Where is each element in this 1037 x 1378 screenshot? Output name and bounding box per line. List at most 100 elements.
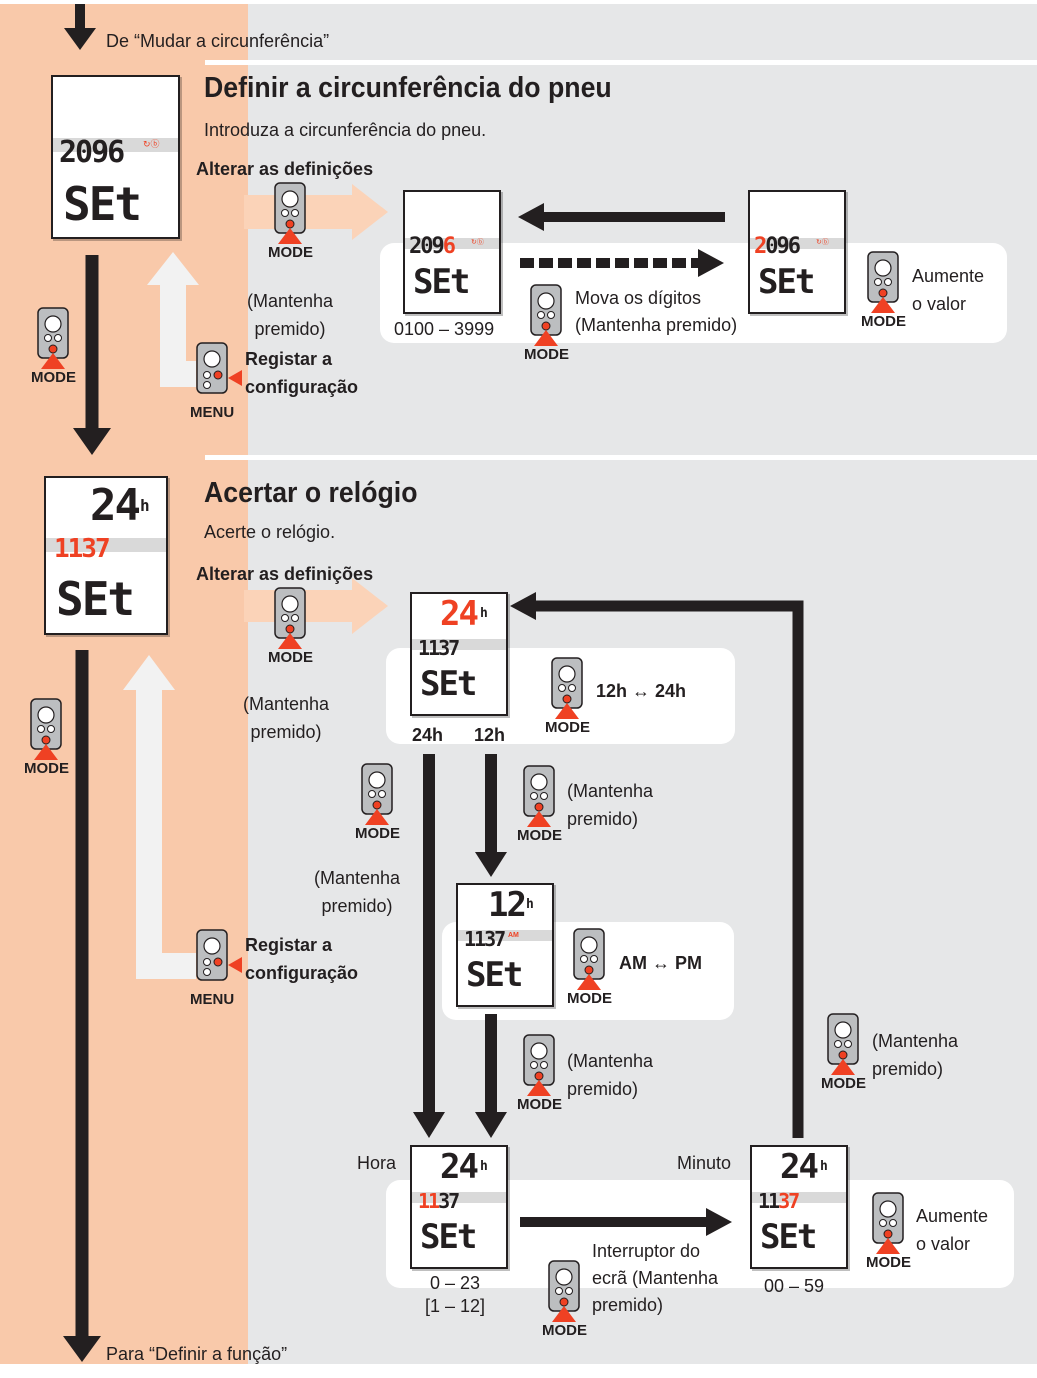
sensor-icon: ↻ⓑ — [816, 239, 829, 246]
minute-label: Minuto — [677, 1153, 732, 1173]
lcd-time: 1137 — [418, 636, 460, 660]
press-arrow-icon — [527, 1080, 551, 1096]
mode-button-8[interactable]: MODE — [545, 657, 590, 737]
hold-line-2: premido) — [250, 722, 322, 742]
lcd-12-digits: 12 — [488, 885, 527, 925]
tyre-change-settings: Alterar as definições — [196, 159, 374, 179]
increase-line-1: Aumente — [916, 1206, 989, 1226]
tyre-hold-text: (Mantenha premido) — [244, 287, 336, 343]
lcd-set-text: SEt — [758, 262, 815, 302]
clock-change-settings: Alterar as definições — [196, 564, 374, 584]
mode-button-label: MODE — [545, 719, 590, 736]
clock-minute-hold-text: (Mantenha premido) — [872, 1027, 958, 1083]
press-arrow-icon — [876, 1238, 900, 1254]
mode-button-label: MODE — [268, 649, 313, 666]
clock-24h-hold-text: (Mantenha premido) — [307, 864, 407, 920]
lcd-24-digits: 24 — [780, 1147, 819, 1187]
lcd-am-mark: AM — [508, 932, 519, 939]
clock-lcd-format: 24 h 1137 SEt — [410, 592, 508, 716]
lcd-time-minute-edit: 1137 — [758, 1189, 800, 1213]
switch-line-3: premido) — [592, 1295, 664, 1315]
mode-button-1[interactable]: MODE — [268, 182, 313, 262]
mode-button-6[interactable]: MODE — [268, 587, 313, 667]
clock-title: Acertar o relógio — [204, 477, 418, 509]
clock-register-text: Registar a configuração — [245, 931, 358, 987]
press-arrow-icon — [831, 1059, 855, 1075]
mode-button-15[interactable]: MODE — [542, 1260, 587, 1340]
mode-device-icon — [530, 284, 562, 336]
hold-line-1: (Mantenha — [567, 781, 654, 801]
switch-line-1: Interruptor do — [592, 1241, 701, 1261]
mode-button-4[interactable]: MODE — [524, 284, 569, 364]
lcd-tyre-value: 2096 — [59, 135, 125, 170]
press-arrow-icon — [555, 703, 579, 719]
mode-button-label: MODE — [861, 313, 906, 330]
mode-button-2[interactable]: MODE — [31, 307, 76, 387]
mode-device-icon — [361, 763, 393, 815]
mode-button-label: MODE — [866, 1254, 911, 1271]
mode-device-icon — [523, 765, 555, 817]
press-arrow-icon — [228, 957, 242, 973]
mode-button-12[interactable]: MODE — [567, 928, 612, 1008]
clock-lcd-main: 24 h 1137 SEt — [44, 476, 168, 635]
mode-button-7[interactable]: MODE — [24, 698, 69, 778]
lcd-h-suffix: h — [820, 1159, 828, 1174]
move-digits-text: Mova os dígitos (Mantenha premido) — [575, 285, 737, 339]
minute-range: 00 – 59 — [764, 1276, 825, 1296]
hold-line-2: premido) — [321, 896, 393, 916]
press-arrow-icon — [34, 744, 58, 760]
hold-line-1: (Mantenha — [872, 1031, 959, 1051]
hold-line-1: (Mantenha — [242, 694, 330, 714]
mode-button-16[interactable]: MODE — [866, 1192, 911, 1272]
menu-device-icon — [196, 929, 228, 981]
lcd-time: 1137 — [464, 927, 506, 951]
sensor-icon: ↻ⓑ — [471, 239, 484, 246]
lcd-set-text: SEt — [413, 262, 470, 302]
increase-line-2: o valor — [916, 1234, 971, 1254]
register-line-2: configuração — [245, 963, 359, 983]
tyre-lcd-main: 2096 ↻ⓑ SEt — [51, 75, 180, 239]
increase-line-1: Aumente — [912, 266, 985, 286]
mode-button-label: MODE — [524, 346, 569, 363]
tyre-subtitle: Introduza a circunferência do pneu. — [204, 120, 487, 140]
mode-button-label: MODE — [542, 1322, 587, 1339]
press-arrow-icon — [278, 228, 302, 244]
hold-line-1: (Mantenha — [313, 868, 401, 888]
mode-button-5[interactable]: MODE — [861, 251, 906, 331]
mode-button-9[interactable]: MODE — [355, 763, 400, 843]
section-rule-clock — [205, 455, 1037, 460]
mode-device-icon — [827, 1013, 859, 1065]
lcd-set-text: SEt — [420, 1217, 477, 1257]
mode-button-14[interactable]: MODE — [821, 1013, 866, 1093]
lcd-h-suffix: h — [480, 606, 488, 621]
lcd-tyre-edit-value: 2096 — [409, 234, 456, 259]
hold-line-2: premido) — [254, 319, 326, 339]
lcd-h-suffix: h — [526, 897, 534, 912]
lcd-time: 1137 — [54, 534, 111, 564]
tyre-lcd-edit: 2096 ↻ⓑ SEt — [403, 190, 501, 314]
mode-button-13[interactable]: MODE — [517, 1034, 562, 1114]
toggle-12-24: 12h ↔ 24h — [596, 681, 687, 701]
mode-button-10[interactable]: MODE — [517, 765, 562, 845]
press-arrow-icon — [871, 297, 895, 313]
hour-range: 0 – 23 [1 – 12] — [405, 1272, 505, 1318]
hour-range-24: 0 – 23 — [429, 1273, 481, 1293]
lcd-h-suffix: h — [480, 1159, 488, 1174]
tyre-lcd-move: 2096 ↻ⓑ SEt — [748, 190, 846, 314]
press-arrow-icon — [228, 370, 242, 386]
menu-button-3[interactable]: MENU — [190, 342, 242, 422]
press-arrow-icon — [278, 633, 302, 649]
move-digits-label: Mova os dígitos — [575, 288, 702, 308]
menu-button-11[interactable]: MENU — [190, 929, 242, 1009]
tyre-range: 0100 – 3999 — [394, 319, 495, 339]
mode-button-label: MODE — [517, 1096, 562, 1113]
lcd-set-text: SEt — [56, 572, 135, 626]
clock-12h-hold-text: (Mantenha premido) — [567, 777, 653, 833]
press-arrow-icon — [365, 809, 389, 825]
toggle-am-pm: AM ↔ PM — [619, 953, 702, 973]
mode-button-label: MODE — [567, 990, 612, 1007]
hold-line-1: (Mantenha — [567, 1051, 654, 1071]
sensor-icon: ↻ⓑ — [143, 139, 160, 149]
register-line-1: Registar a — [245, 349, 333, 369]
